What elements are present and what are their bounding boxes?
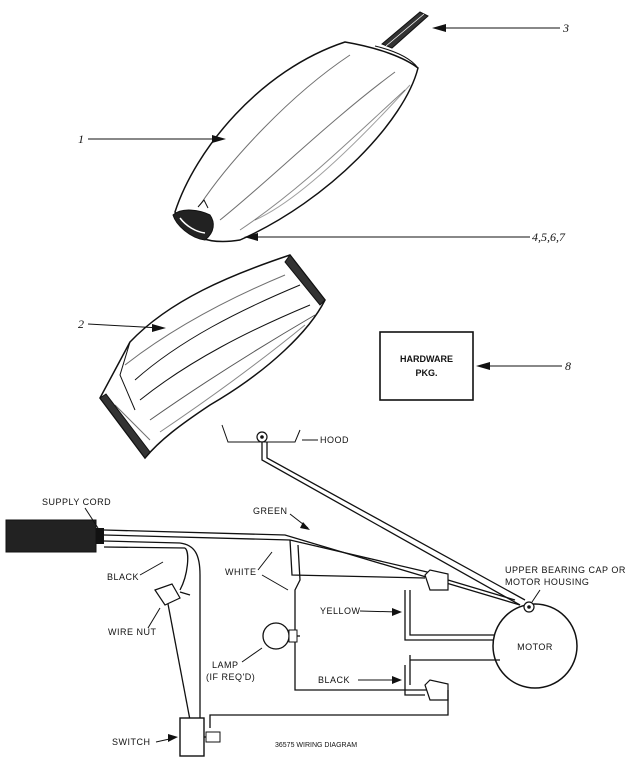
label-hood: HOOD — [320, 435, 349, 445]
callout-2: 2 — [78, 317, 84, 331]
label-motor: MOTOR — [517, 642, 553, 652]
label-wire-nut: WIRE NUT — [108, 627, 157, 637]
wiring-diagram: HOOD SUPPLY CORD GREEN BLACK WIRE NUT WH… — [5, 424, 626, 757]
callout-1: 1 — [78, 132, 84, 146]
dust-bag-part — [172, 11, 429, 243]
callout-3: 3 — [562, 21, 569, 35]
label-yellow: YELLOW — [320, 606, 361, 616]
callout-8: 8 — [565, 359, 571, 373]
diagram-caption: 36575 WIRING DIAGRAM — [275, 742, 357, 749]
label-black-lower: BLACK — [318, 675, 350, 685]
label-black-upper: BLACK — [107, 572, 139, 582]
hardware-line1: HARDWARE — [400, 354, 453, 364]
label-supply-cord: SUPPLY CORD — [42, 497, 111, 507]
label-lamp-2: (IF REQ'D) — [206, 672, 255, 682]
callouts: 3 1 4,5,6,7 2 8 — [78, 21, 571, 373]
label-white: WHITE — [225, 567, 257, 577]
hardware-line2: PKG. — [415, 368, 437, 378]
filter-part — [99, 254, 326, 460]
label-green: GREEN — [253, 506, 288, 516]
callout-4-5-6-7: 4,5,6,7 — [532, 230, 566, 244]
hardware-package: HARDWARE PKG. — [379, 331, 474, 401]
label-switch: SWITCH — [112, 737, 151, 747]
label-upper-bearing-2: MOTOR HOUSING — [505, 577, 589, 587]
label-lamp-1: LAMP — [212, 660, 239, 670]
label-upper-bearing-1: UPPER BEARING CAP OR — [505, 565, 626, 575]
